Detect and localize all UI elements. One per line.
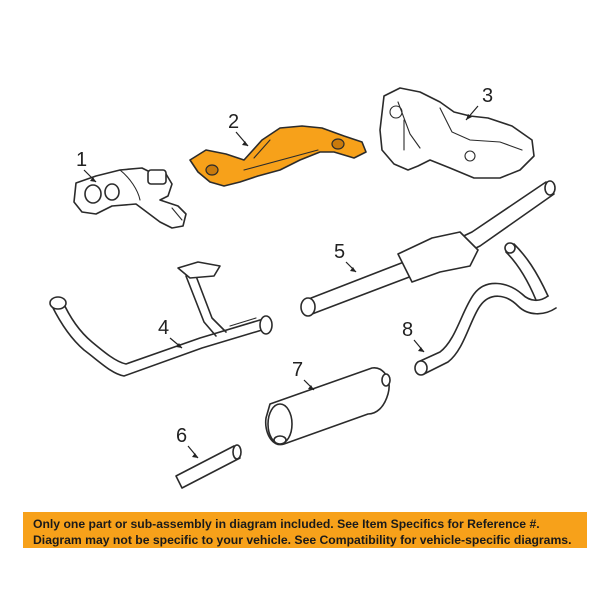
callout-3: 3 <box>465 85 493 121</box>
part-4-front-pipe <box>49 261 273 377</box>
callout-number: 2 <box>228 111 239 133</box>
disclaimer-line-1: Only one part or sub-assembly in diagram… <box>33 517 540 531</box>
part-6-pipe <box>175 444 242 489</box>
part-3-heat-shield <box>379 87 535 179</box>
part-7-muffler <box>264 367 391 446</box>
callout-number: 8 <box>402 319 413 341</box>
part-8-tailpipe <box>414 242 557 376</box>
disclaimer-line-2: Diagram may not be specific to your vehi… <box>33 533 572 547</box>
part-5-catalytic-converter <box>300 180 556 317</box>
callout-4: 4 <box>158 317 183 349</box>
callout-7: 7 <box>292 359 315 391</box>
callout-number: 7 <box>292 359 303 381</box>
disclaimer-banner: Only one part or sub-assembly in diagram… <box>23 512 587 548</box>
callout-2: 2 <box>228 111 249 147</box>
callout-1: 1 <box>76 149 97 183</box>
callout-number: 4 <box>158 317 169 339</box>
callout-number: 6 <box>176 425 187 447</box>
callout-6: 6 <box>176 425 199 459</box>
callout-number: 1 <box>76 149 87 171</box>
part-1-exhaust-manifold <box>73 167 187 229</box>
callout-number: 3 <box>482 85 493 107</box>
callout-number: 5 <box>334 241 345 263</box>
part-2-exhaust-manifold-highlighted <box>189 125 367 187</box>
callout-8: 8 <box>402 319 425 353</box>
callout-5: 5 <box>334 241 357 273</box>
